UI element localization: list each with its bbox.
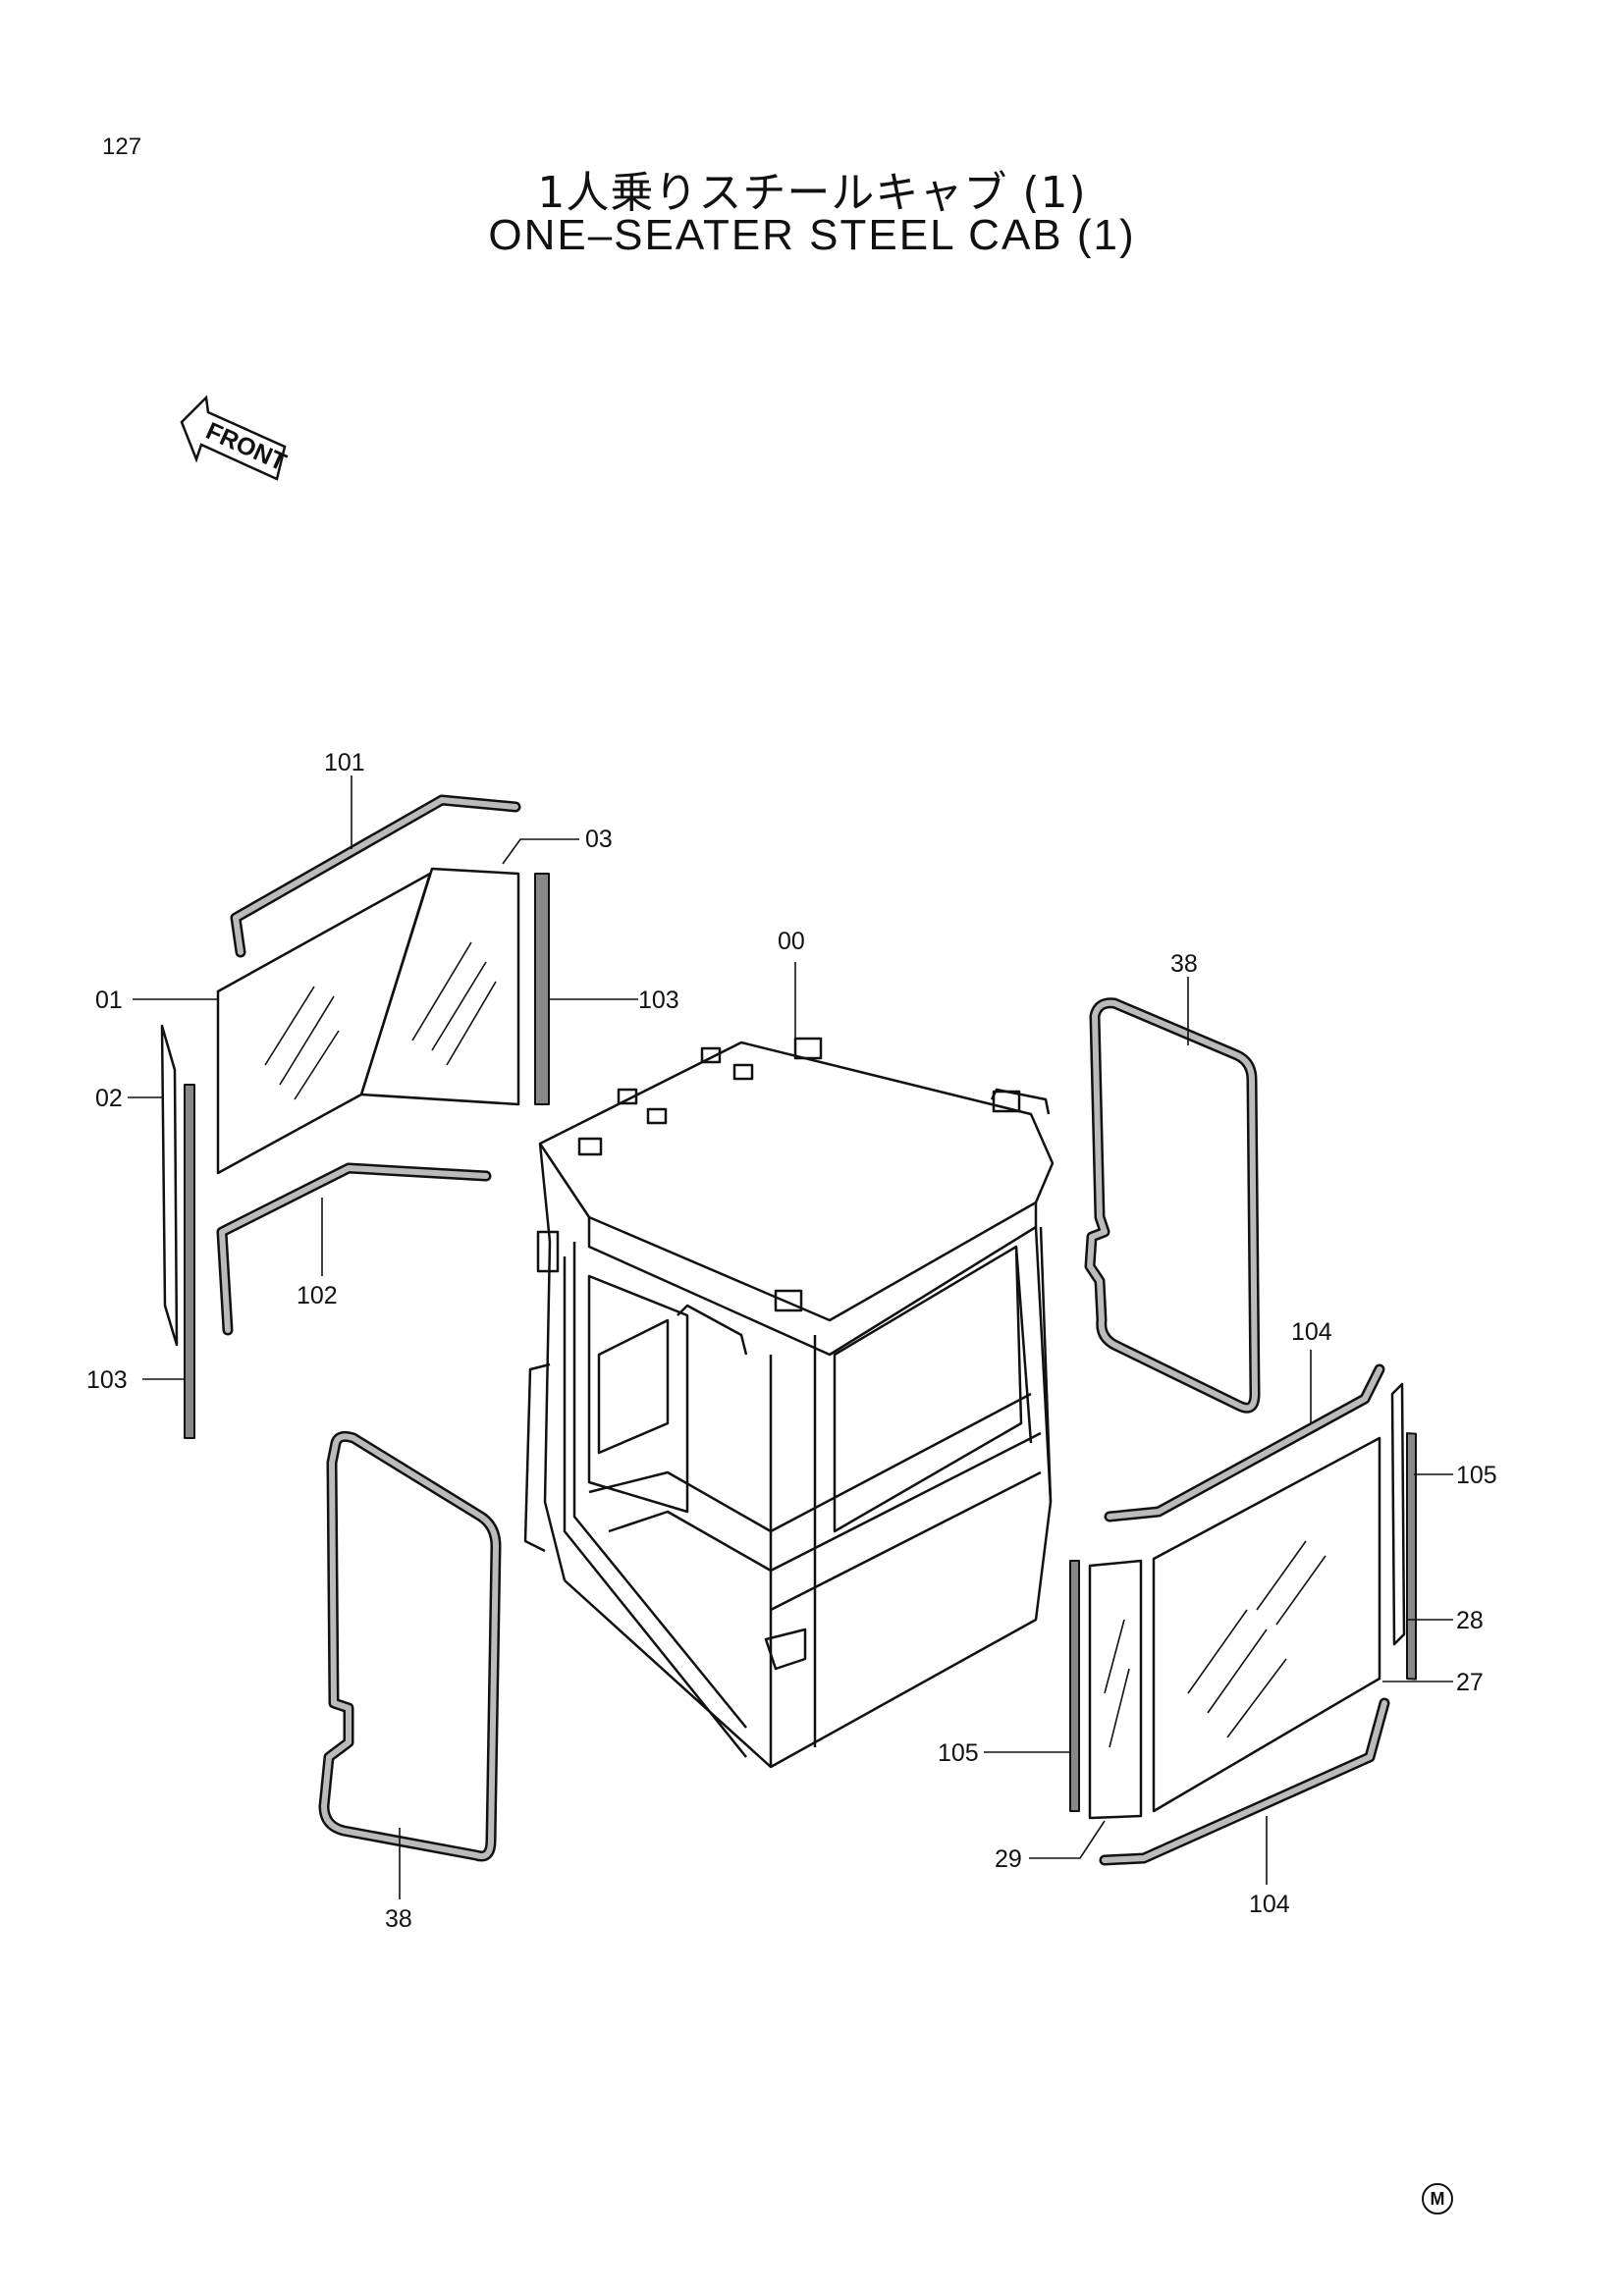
strip-103-upper: [534, 873, 550, 1105]
seal-104-upper: [1104, 1363, 1385, 1522]
callout-03: 03: [585, 826, 613, 853]
seal-101: [230, 794, 521, 958]
seal-38-right: [1084, 997, 1261, 1414]
glass-28: [1390, 1382, 1406, 1646]
callout-104-lower: 104: [1249, 1891, 1290, 1918]
strip-103-lower: [184, 1084, 195, 1439]
callout-103-lower: 103: [86, 1366, 128, 1394]
callout-38-right: 38: [1170, 950, 1198, 978]
leader-lines: [128, 775, 1453, 1899]
seal-104-lower: [1099, 1697, 1390, 1866]
glass-29: [1088, 1559, 1143, 1820]
seal-102: [216, 1162, 492, 1336]
callout-105-right: 105: [1456, 1462, 1497, 1489]
footer-mark: M: [1422, 2183, 1453, 2215]
glass-03: [359, 867, 520, 1106]
title-japanese: 1人乗りスチールキャブ (1): [537, 168, 1087, 218]
callout-101: 101: [324, 749, 365, 776]
callout-103-upper: 103: [638, 987, 679, 1014]
page-number: 127: [102, 133, 142, 160]
callout-02: 02: [95, 1085, 123, 1112]
title-english: ONE–SEATER STEEL CAB (1): [488, 211, 1136, 259]
callout-00: 00: [778, 928, 805, 955]
front-label: FRONT: [202, 417, 291, 477]
callout-105-lower: 105: [938, 1739, 979, 1767]
callout-38-left: 38: [385, 1905, 412, 1933]
glass-02: [160, 1024, 179, 1347]
callout-01: 01: [95, 987, 123, 1014]
glass-27: [1152, 1436, 1381, 1813]
glass-01: [216, 872, 432, 1175]
callout-102: 102: [297, 1282, 338, 1309]
strip-105-lower: [1069, 1560, 1080, 1812]
callout-104-upper: 104: [1291, 1318, 1332, 1346]
cab-frame-00: [523, 1037, 1055, 1769]
strip-105-right: [1406, 1432, 1417, 1681]
seal-38-left: [318, 1430, 502, 1862]
callout-29: 29: [995, 1845, 1022, 1873]
callout-labels: 101 03 00 01 103 38 02 102 103 104 105 2…: [86, 749, 1497, 1933]
callout-28: 28: [1456, 1607, 1484, 1634]
callout-27: 27: [1456, 1669, 1484, 1696]
front-arrow-icon: FRONT: [180, 395, 291, 481]
